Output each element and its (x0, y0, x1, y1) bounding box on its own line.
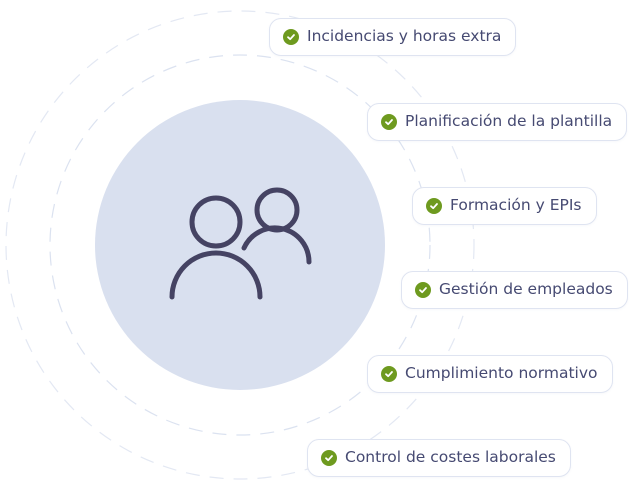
check-circle-icon (415, 282, 431, 298)
check-circle-icon (426, 198, 442, 214)
check-circle-icon (381, 114, 397, 130)
feature-pill-gestion: Gestión de empleados (401, 271, 628, 309)
check-circle-icon (283, 29, 299, 45)
check-circle-icon (381, 366, 397, 382)
users-icon (169, 187, 312, 300)
center-circle (95, 100, 385, 390)
feature-pill-planificacion: Planificación de la plantilla (367, 103, 628, 141)
feature-pill-formacion: Formación y EPIs (412, 187, 597, 225)
feature-pill-cumplimiento: Cumplimiento normativo (367, 355, 613, 393)
feature-label: Control de costes laborales (345, 448, 556, 467)
inner-dashed-ring (49, 54, 431, 436)
feature-pill-control-costes: Control de costes laborales (307, 439, 571, 477)
outer-dashed-ring (5, 10, 475, 480)
feature-label: Planificación de la plantilla (405, 112, 613, 131)
feature-pill-incidencias: Incidencias y horas extra (269, 18, 517, 56)
feature-label: Formación y EPIs (450, 196, 582, 215)
feature-label: Gestión de empleados (439, 280, 613, 299)
check-circle-icon (321, 450, 337, 466)
feature-label: Cumplimiento normativo (405, 364, 598, 383)
feature-label: Incidencias y horas extra (307, 27, 502, 46)
